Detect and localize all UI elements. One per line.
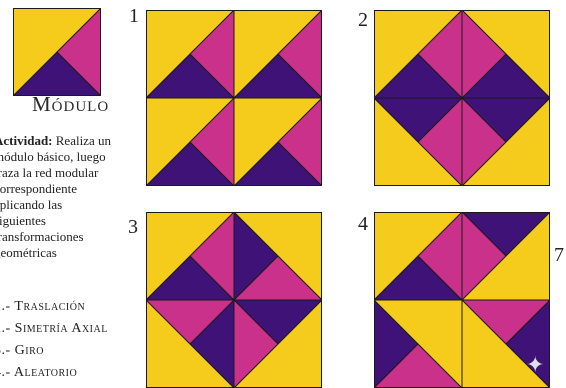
- transformation-item: 4.- Aleatorio: [0, 365, 78, 380]
- activity-line-2: traza la red modular: [0, 165, 99, 180]
- panel-3-module-bl: [146, 299, 235, 388]
- panel-3-module-br: [233, 299, 322, 388]
- panel-4-module-br: [461, 299, 550, 388]
- panel-1-module-br: [233, 97, 322, 186]
- panel-number-4: 4: [358, 213, 368, 235]
- module-purple-bottom: [13, 52, 101, 96]
- module-magenta-right: [57, 8, 101, 96]
- transformation-item: 1.- Traslación: [0, 299, 86, 314]
- panel-2-module-br: [461, 97, 550, 186]
- panel-3-module-tl: [146, 212, 235, 301]
- panel-2-module-tr: [461, 10, 550, 99]
- sparkle-icon: ✦: [526, 352, 545, 377]
- module-title: Módulo: [32, 92, 110, 116]
- module-square: [13, 8, 101, 96]
- panel-4-module-tl: [374, 212, 463, 301]
- activity-label: Actividad:: [0, 133, 53, 148]
- panel-number-2: 2: [358, 9, 368, 31]
- panel-2-module-tl: [374, 10, 463, 99]
- activity-line-4: aplicando las: [0, 197, 63, 212]
- transformation-item: 2.- Simetría Axial: [0, 321, 108, 336]
- activity-line-1: módulo básico, luego: [0, 149, 106, 164]
- transformation-item: 3.- Giro: [0, 343, 44, 358]
- transformations-list: 1.- Traslación 2.- Simetría Axial 3.- Gi…: [0, 296, 108, 384]
- pattern-panel-3: [146, 212, 322, 388]
- pattern-panel-2: [374, 10, 550, 186]
- panel-3-module-tr: [233, 212, 322, 301]
- pattern-panel-4: [374, 212, 550, 388]
- activity-instructions: Actividad: Realiza un módulo básico, lue…: [0, 133, 154, 261]
- activity-line-0: Realiza un: [55, 133, 111, 148]
- panel-4-module-tr: [461, 212, 550, 301]
- stray-number: 7: [554, 244, 564, 266]
- activity-line-7: geométricas: [0, 245, 57, 260]
- pattern-panel-1: [146, 10, 322, 186]
- panel-1-module-tr: [233, 10, 322, 99]
- panel-2-module-bl: [374, 97, 463, 186]
- panel-1-module-tl: [146, 10, 235, 99]
- panel-4-module-bl: [374, 299, 463, 388]
- activity-line-3: correspondiente: [0, 181, 78, 196]
- panel-number-1: 1: [129, 5, 139, 27]
- activity-line-6: transformaciones: [0, 229, 84, 244]
- panel-number-3: 3: [128, 216, 138, 238]
- panel-1-module-bl: [146, 97, 235, 186]
